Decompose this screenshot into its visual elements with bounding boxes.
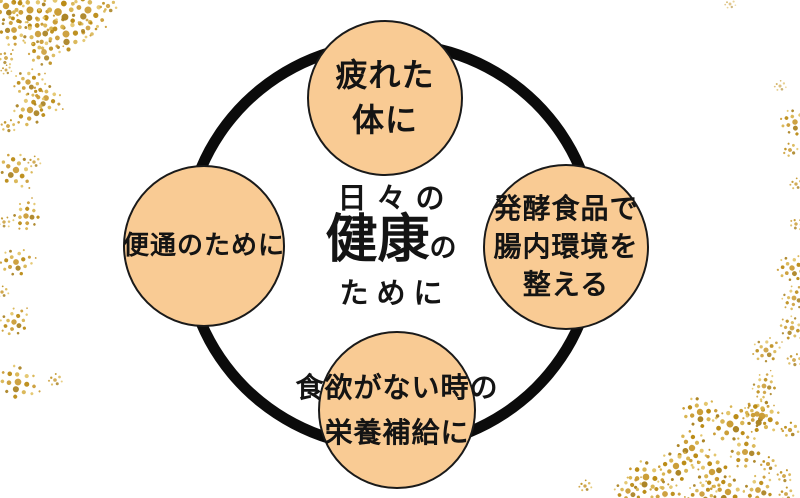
center-title-particle: の: [429, 233, 457, 264]
benefit-node-bowel-movement: 便通のために: [123, 165, 285, 327]
left-edge-glitter: [0, 0, 118, 410]
center-title-line1: 日々の: [337, 181, 455, 215]
node-label-line: 腸内環境を: [493, 230, 639, 263]
node-label-line: 疲れた: [335, 56, 435, 94]
center-title-line2: ために: [339, 276, 451, 310]
benefit-node-nutrition: 食欲がない時の 栄養補給に: [296, 331, 498, 489]
node-label-line: 便通のために: [123, 231, 286, 261]
node-label-line: 栄養補給に: [324, 416, 470, 449]
node-label-line: 食欲がない時の: [295, 371, 499, 404]
benefit-node-tired-body: 疲れた 体に: [307, 20, 463, 176]
center-title: 日々の 健康の ために: [311, 0, 471, 498]
node-label-line: 整える: [522, 268, 610, 301]
right-edge-glitter: [724, 0, 800, 428]
bottom-right-glitter: [578, 389, 800, 498]
node-label-line: 体に: [351, 101, 418, 139]
center-title-emphasis: 健康: [325, 209, 430, 270]
benefit-node-gut-environment: 発酵食品で 腸内環境を 整える: [483, 164, 649, 330]
node-label-line: 発酵食品で: [493, 192, 639, 225]
center-title-emphasis-row: 健康の: [325, 211, 456, 278]
